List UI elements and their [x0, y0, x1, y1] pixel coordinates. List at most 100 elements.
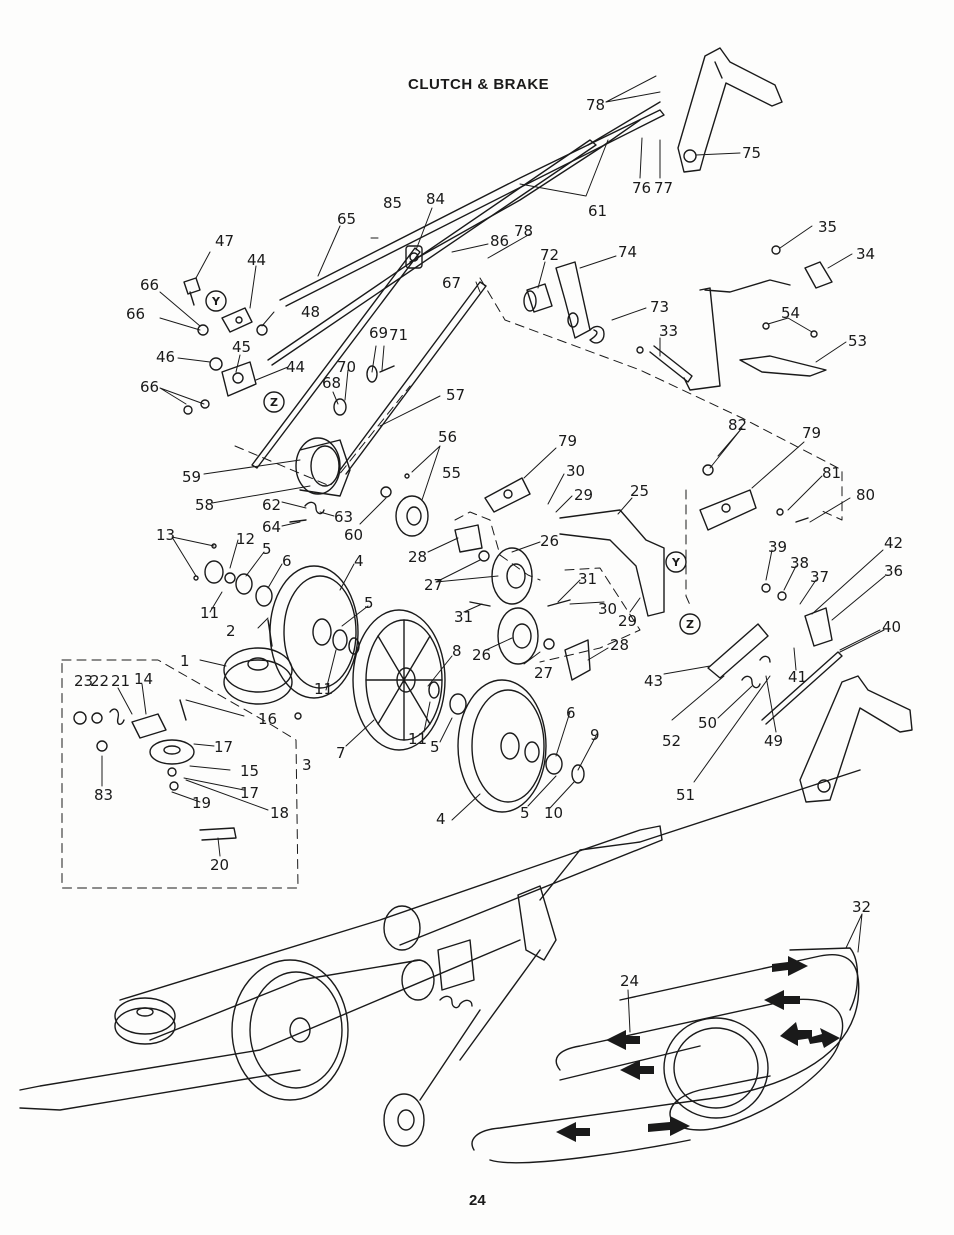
springs-upper — [289, 365, 395, 523]
dashed-box-idler-lower — [539, 567, 641, 663]
callout-66b: 66 — [126, 305, 145, 323]
control-rods — [251, 101, 665, 475]
callout-5a: 5 — [262, 540, 272, 558]
callout-43: 43 — [644, 672, 663, 690]
callout-51: 51 — [676, 786, 695, 804]
callout-84: 84 — [426, 190, 445, 208]
callout-77: 77 — [654, 179, 673, 197]
callout-40: 40 — [882, 618, 901, 636]
callout-10: 10 — [544, 804, 563, 822]
callout-labels: 78 75 76 77 61 85 84 65 47 44 66 66 48 4… — [74, 96, 903, 990]
callout-58: 58 — [195, 496, 214, 514]
callout-27a: 27 — [424, 576, 443, 594]
callout-29b: 29 — [618, 612, 637, 630]
callout-57: 57 — [446, 386, 465, 404]
callout-28a: 28 — [408, 548, 427, 566]
callout-73: 73 — [650, 298, 669, 316]
callout-26b: 26 — [472, 646, 491, 664]
callout-9: 9 — [590, 726, 600, 744]
callout-75: 75 — [742, 144, 761, 162]
arrow-icon — [606, 1030, 640, 1050]
arrow-icon — [764, 990, 800, 1010]
callout-38: 38 — [790, 554, 809, 572]
dashed-box-linkage — [234, 385, 411, 487]
callout-62: 62 — [262, 496, 281, 514]
callout-11b: 11 — [314, 680, 333, 698]
circle-marker-z-right: Z — [679, 613, 701, 635]
drive-belts — [471, 947, 860, 1164]
callout-35: 35 — [818, 218, 837, 236]
dashed-box-right — [685, 489, 691, 606]
brake-pedal-lower — [799, 675, 913, 803]
page-title: CLUTCH & BRAKE — [408, 76, 550, 93]
brake-pedal-upper — [677, 47, 783, 173]
callout-54: 54 — [781, 304, 800, 322]
svg-text:Z: Z — [270, 396, 278, 409]
callout-17a: 17 — [214, 738, 233, 756]
brake-shoe-group — [739, 245, 833, 377]
callout-85: 85 — [383, 194, 402, 212]
callout-66c: 66 — [140, 378, 159, 396]
callout-11a: 11 — [200, 604, 219, 622]
dashed-box-idler — [454, 511, 541, 581]
circle-marker-y-left: Y — [205, 290, 227, 312]
arrow-icon — [648, 1116, 690, 1136]
callout-82: 82 — [728, 416, 747, 434]
idler-pulleys-26 — [454, 524, 591, 681]
callout-23: 23 — [74, 672, 93, 690]
callout-59: 59 — [182, 468, 201, 486]
callout-27b: 27 — [534, 664, 553, 682]
callout-46: 46 — [156, 348, 175, 366]
callout-39: 39 — [768, 538, 787, 556]
callout-6a: 6 — [282, 552, 292, 570]
right-linkage-parts — [707, 583, 843, 725]
callout-4b: 4 — [436, 810, 446, 828]
connector-84 — [405, 245, 423, 269]
callout-55: 55 — [442, 464, 461, 482]
callout-48: 48 — [301, 303, 320, 321]
callout-63: 63 — [334, 508, 353, 526]
callout-56: 56 — [438, 428, 457, 446]
callout-19: 19 — [192, 794, 211, 812]
idler-pulley-55 — [380, 473, 429, 537]
main-pulleys — [223, 565, 547, 813]
callout-72: 72 — [540, 246, 559, 264]
dashed-box-upper-bracket — [479, 277, 843, 521]
page-number: 24 — [469, 1192, 486, 1209]
callout-41: 41 — [788, 668, 807, 686]
callout-67: 67 — [442, 274, 461, 292]
callout-50: 50 — [698, 714, 717, 732]
callout-33: 33 — [659, 322, 678, 340]
callout-22: 22 — [90, 672, 109, 690]
callout-78b: 78 — [514, 222, 533, 240]
callout-69: 69 — [369, 324, 388, 342]
assembled-drive-view — [19, 769, 861, 1147]
callout-3: 3 — [302, 756, 312, 774]
circle-markers: Y Z Y Z — [205, 290, 701, 635]
callout-8: 8 — [452, 642, 462, 660]
callout-12: 12 — [236, 530, 255, 548]
idler-brackets — [484, 464, 809, 617]
pivot-assembly-top — [523, 261, 791, 391]
dashed-box-caster — [61, 659, 299, 889]
callout-81: 81 — [822, 464, 841, 482]
callout-42: 42 — [884, 534, 903, 552]
callout-86: 86 — [490, 232, 509, 250]
pulley-hardware — [193, 543, 585, 784]
callout-5c: 5 — [430, 738, 440, 756]
callout-7: 7 — [336, 744, 346, 762]
callout-65: 65 — [337, 210, 356, 228]
callout-64: 64 — [262, 518, 281, 536]
callout-61: 61 — [588, 202, 607, 220]
callout-28b: 28 — [610, 636, 629, 654]
callout-44a: 44 — [247, 251, 266, 269]
callout-49: 49 — [764, 732, 783, 750]
callout-52: 52 — [662, 732, 681, 750]
callout-24: 24 — [620, 972, 639, 990]
callout-31b: 31 — [578, 570, 597, 588]
callout-74: 74 — [618, 243, 637, 261]
callout-30a: 30 — [566, 462, 585, 480]
callout-79a: 79 — [558, 432, 577, 450]
